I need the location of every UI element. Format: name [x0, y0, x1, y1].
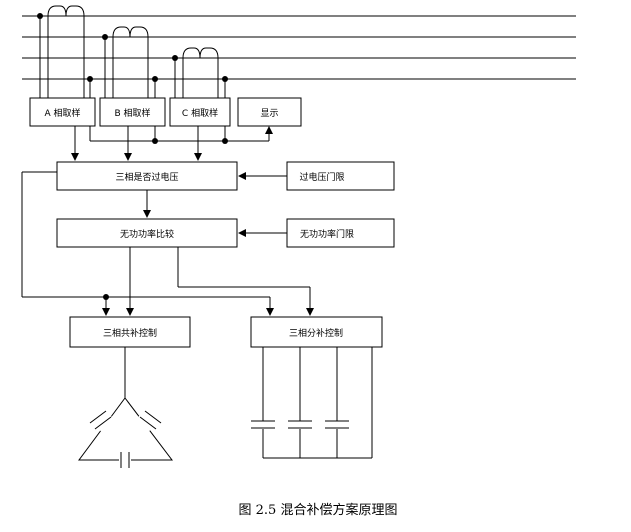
display-feed: [89, 126, 273, 144]
overvoltage-threshold-label: 过电压门限: [299, 171, 344, 183]
figure-caption: 图 2.5 混合补偿方案原理图: [239, 502, 398, 518]
overvoltage-check-label: 三相是否过电压: [115, 171, 178, 183]
sample-b-box: [99, 97, 166, 127]
overvoltage-feedback: [21, 171, 274, 316]
phase-a-wiring: [37, 5, 93, 98]
display-box: [237, 97, 302, 127]
reactive-compare-label: 无功功率比较: [120, 228, 174, 240]
delta-capacitor-bottom-icon: [119, 452, 131, 468]
delta-capacitor-left-icon: [89, 408, 113, 432]
delta-capacitor-bank: [78, 347, 174, 468]
common-control-box: [69, 316, 191, 348]
phase-b-wiring: [102, 26, 158, 98]
sample-c-box: [169, 97, 231, 127]
sample-a-box: [29, 97, 96, 127]
split-capacitor-1-icon: [251, 420, 275, 429]
delta-capacitor-right-icon: [137, 408, 162, 432]
bus-lines: [22, 15, 576, 80]
reactive-compare-box: [56, 218, 238, 248]
phase-c-wiring: [172, 47, 228, 98]
reactive-threshold-label: 无功功率门限: [300, 228, 354, 240]
common-control-label: 三相共补控制: [103, 327, 157, 339]
split-control-label: 三相分补控制: [289, 327, 343, 339]
reactive-threshold-box: [286, 218, 395, 248]
overvoltage-threshold-box: [286, 161, 395, 191]
split-capacitor-bank: [251, 347, 373, 459]
sample-c-label: C 相取样: [182, 107, 218, 119]
sample-a-label: A 相取样: [44, 107, 80, 119]
display-label: 显示: [260, 108, 278, 119]
split-capacitor-2-icon: [288, 420, 312, 429]
reactive-to-split: [177, 247, 314, 316]
split-control-box: [250, 316, 383, 348]
overvoltage-check-box: [56, 161, 238, 191]
sample-b-label: B 相取样: [114, 107, 150, 119]
split-capacitor-3-icon: [325, 420, 349, 429]
